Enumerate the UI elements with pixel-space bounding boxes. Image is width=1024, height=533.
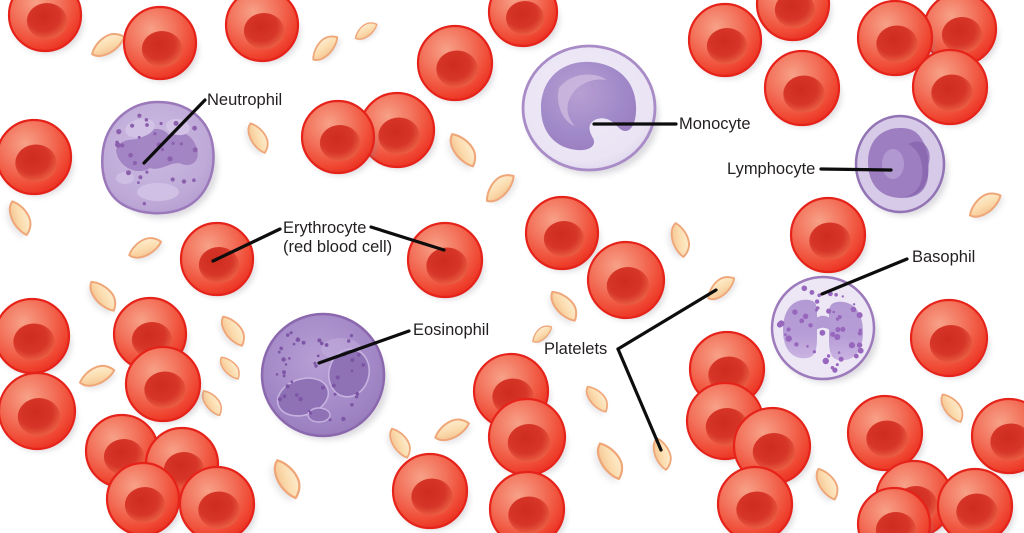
platelet <box>218 356 240 382</box>
label-erythrocyte: Erythrocyte (red blood cell) <box>283 219 392 256</box>
red-blood-cell <box>406 221 485 300</box>
eosinophil-cell <box>260 312 388 441</box>
red-blood-cell <box>763 49 842 128</box>
red-blood-cell <box>224 0 301 64</box>
red-blood-cell <box>716 465 795 533</box>
red-blood-cell <box>911 48 990 127</box>
platelet <box>939 393 964 426</box>
platelet <box>271 459 301 502</box>
platelet <box>200 390 223 419</box>
platelet <box>219 315 245 350</box>
red-blood-cell <box>122 5 199 82</box>
platelet <box>668 222 690 260</box>
lymphocyte-cell <box>854 114 948 217</box>
platelet <box>387 427 411 461</box>
neutrophil-leader-line <box>142 98 207 165</box>
red-blood-cell <box>586 240 667 321</box>
label-platelets: Platelets <box>544 340 608 358</box>
red-blood-cell <box>300 99 377 176</box>
platelet <box>813 467 839 503</box>
platelet <box>549 290 578 325</box>
red-blood-cell <box>0 118 74 197</box>
red-blood-cell <box>524 195 601 272</box>
eosinophil-leader-line <box>317 329 411 365</box>
basophil-cell <box>770 275 878 383</box>
red-blood-cell <box>105 461 182 533</box>
red-blood-cell <box>970 397 1024 476</box>
platelets-leader-line <box>616 347 663 452</box>
red-blood-cell <box>7 0 84 54</box>
label-neutrophil: Neutrophil <box>207 91 283 109</box>
red-blood-cell <box>856 0 935 78</box>
red-blood-cell <box>0 297 72 376</box>
platelet <box>447 133 477 170</box>
erythrocyte-leader-line <box>369 225 446 252</box>
label-erythrocyte-line1: Erythrocyte <box>283 219 367 237</box>
platelet <box>312 35 341 62</box>
red-blood-cell <box>688 330 767 409</box>
erythrocyte-leader-line <box>211 227 282 263</box>
platelet <box>78 364 117 390</box>
label-eosinophil: Eosinophil <box>413 321 490 339</box>
red-blood-cell <box>358 91 437 170</box>
red-blood-cell <box>416 24 495 103</box>
platelet <box>354 22 380 42</box>
lymphocyte-leader-line <box>819 167 893 172</box>
red-blood-cell <box>391 452 470 531</box>
red-blood-cell <box>687 2 764 79</box>
red-blood-cell <box>755 0 832 43</box>
label-monocyte: Monocyte <box>679 115 751 133</box>
platelet <box>6 200 32 238</box>
platelet <box>707 276 738 302</box>
red-blood-cell <box>909 298 990 379</box>
platelet <box>245 122 269 156</box>
platelet <box>650 437 672 473</box>
label-lymphocyte: Lymphocyte <box>727 160 816 178</box>
red-blood-cell <box>846 394 925 473</box>
platelet <box>434 418 472 444</box>
red-blood-cell <box>936 467 1015 533</box>
label-basophil: Basophil <box>912 248 976 266</box>
platelets-leader-line <box>616 288 718 351</box>
monocyte-cell <box>521 44 659 176</box>
platelet <box>88 280 117 315</box>
red-blood-cell <box>487 0 560 49</box>
neutrophil-cell <box>101 100 218 219</box>
red-blood-cell <box>789 196 868 275</box>
platelet <box>968 192 1004 220</box>
red-blood-cell <box>487 397 568 478</box>
red-blood-cell <box>0 371 78 452</box>
platelet <box>532 325 554 344</box>
basophil-leader-line <box>820 257 909 296</box>
label-erythrocyte-line2: (red blood cell) <box>283 237 393 256</box>
platelet <box>128 237 164 261</box>
platelet <box>485 174 518 204</box>
red-blood-cell <box>124 345 203 424</box>
red-blood-cell <box>922 0 999 68</box>
red-blood-cell <box>856 486 933 533</box>
platelet <box>594 442 624 483</box>
platelet <box>584 385 608 415</box>
red-blood-cell <box>488 470 567 533</box>
red-blood-cell <box>178 465 257 533</box>
